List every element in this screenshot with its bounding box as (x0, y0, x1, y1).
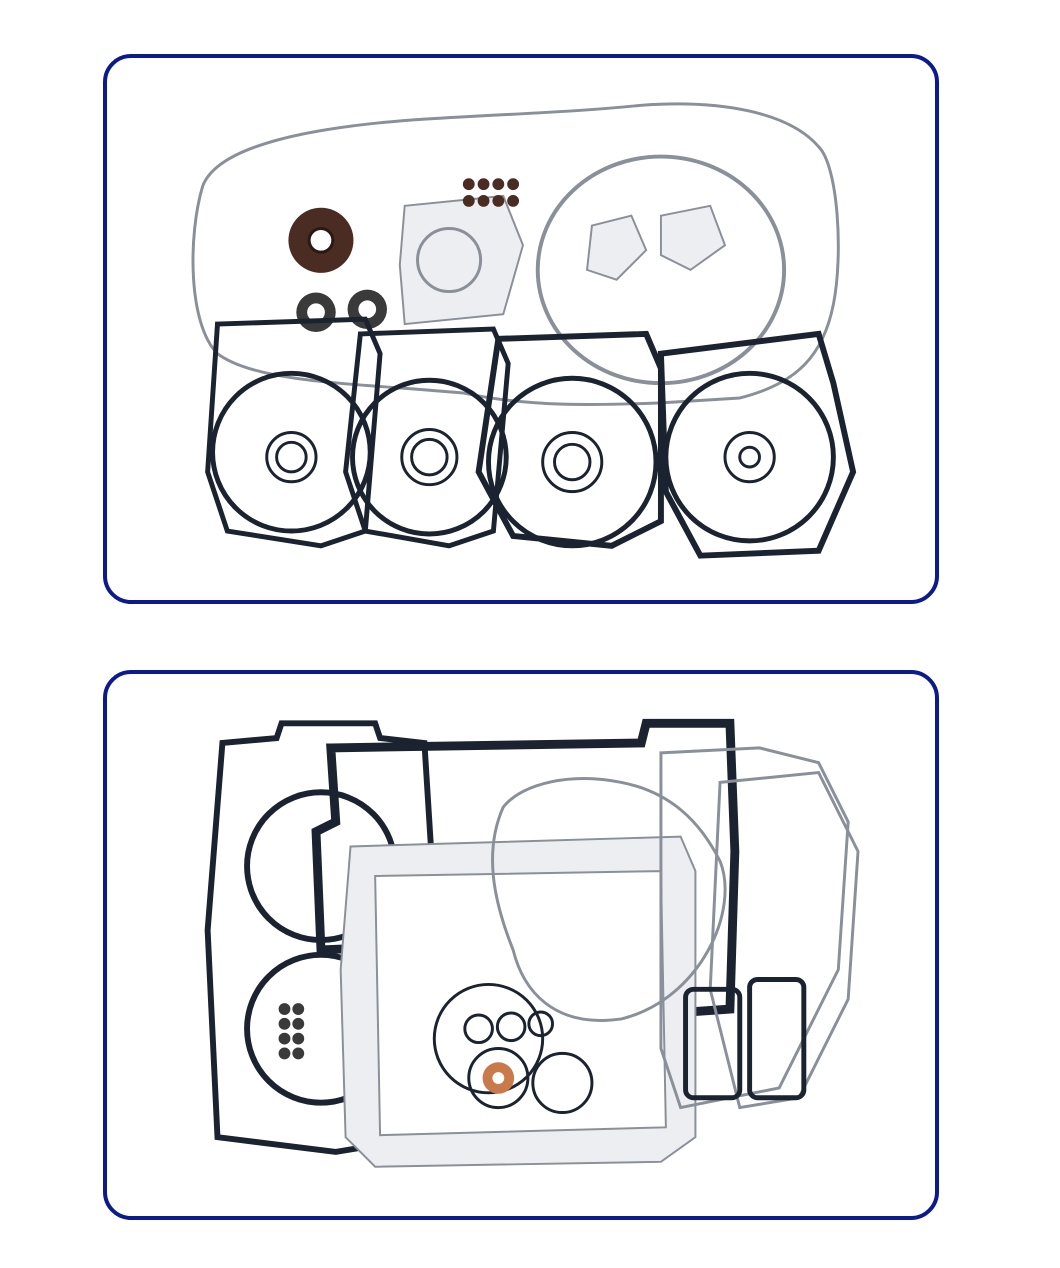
head-gasket-2 (343, 326, 511, 549)
small-rect-gasket-2 (747, 977, 807, 1101)
top-gasket-kit-photo (103, 54, 939, 604)
small-fiber-gasket-2 (659, 204, 727, 272)
gasket-set-illustration-bottom (204, 718, 860, 1168)
fiber-gasket-ring (416, 227, 483, 294)
bottom-gasket-kit-photo (103, 670, 939, 1220)
small-rect-gasket-1 (683, 986, 743, 1101)
head-gasket-4 (657, 330, 857, 559)
fiber-gasket-1 (398, 194, 525, 326)
crankcase-gasket-2 (659, 746, 850, 1110)
head-gasket-1 (205, 316, 383, 549)
valve-stem-seals (462, 178, 520, 207)
o-rings (432, 982, 594, 1115)
crankcase-gasket-1 (491, 777, 727, 1022)
stator-cover-gasket (535, 154, 787, 386)
gasket-set-illustration-top (191, 102, 857, 559)
head-gasket-3 (475, 330, 664, 549)
crankcase-gasket-3 (708, 770, 860, 1110)
small-fiber-gasket-1 (585, 214, 648, 281)
valve-stem-seals (278, 1003, 305, 1060)
